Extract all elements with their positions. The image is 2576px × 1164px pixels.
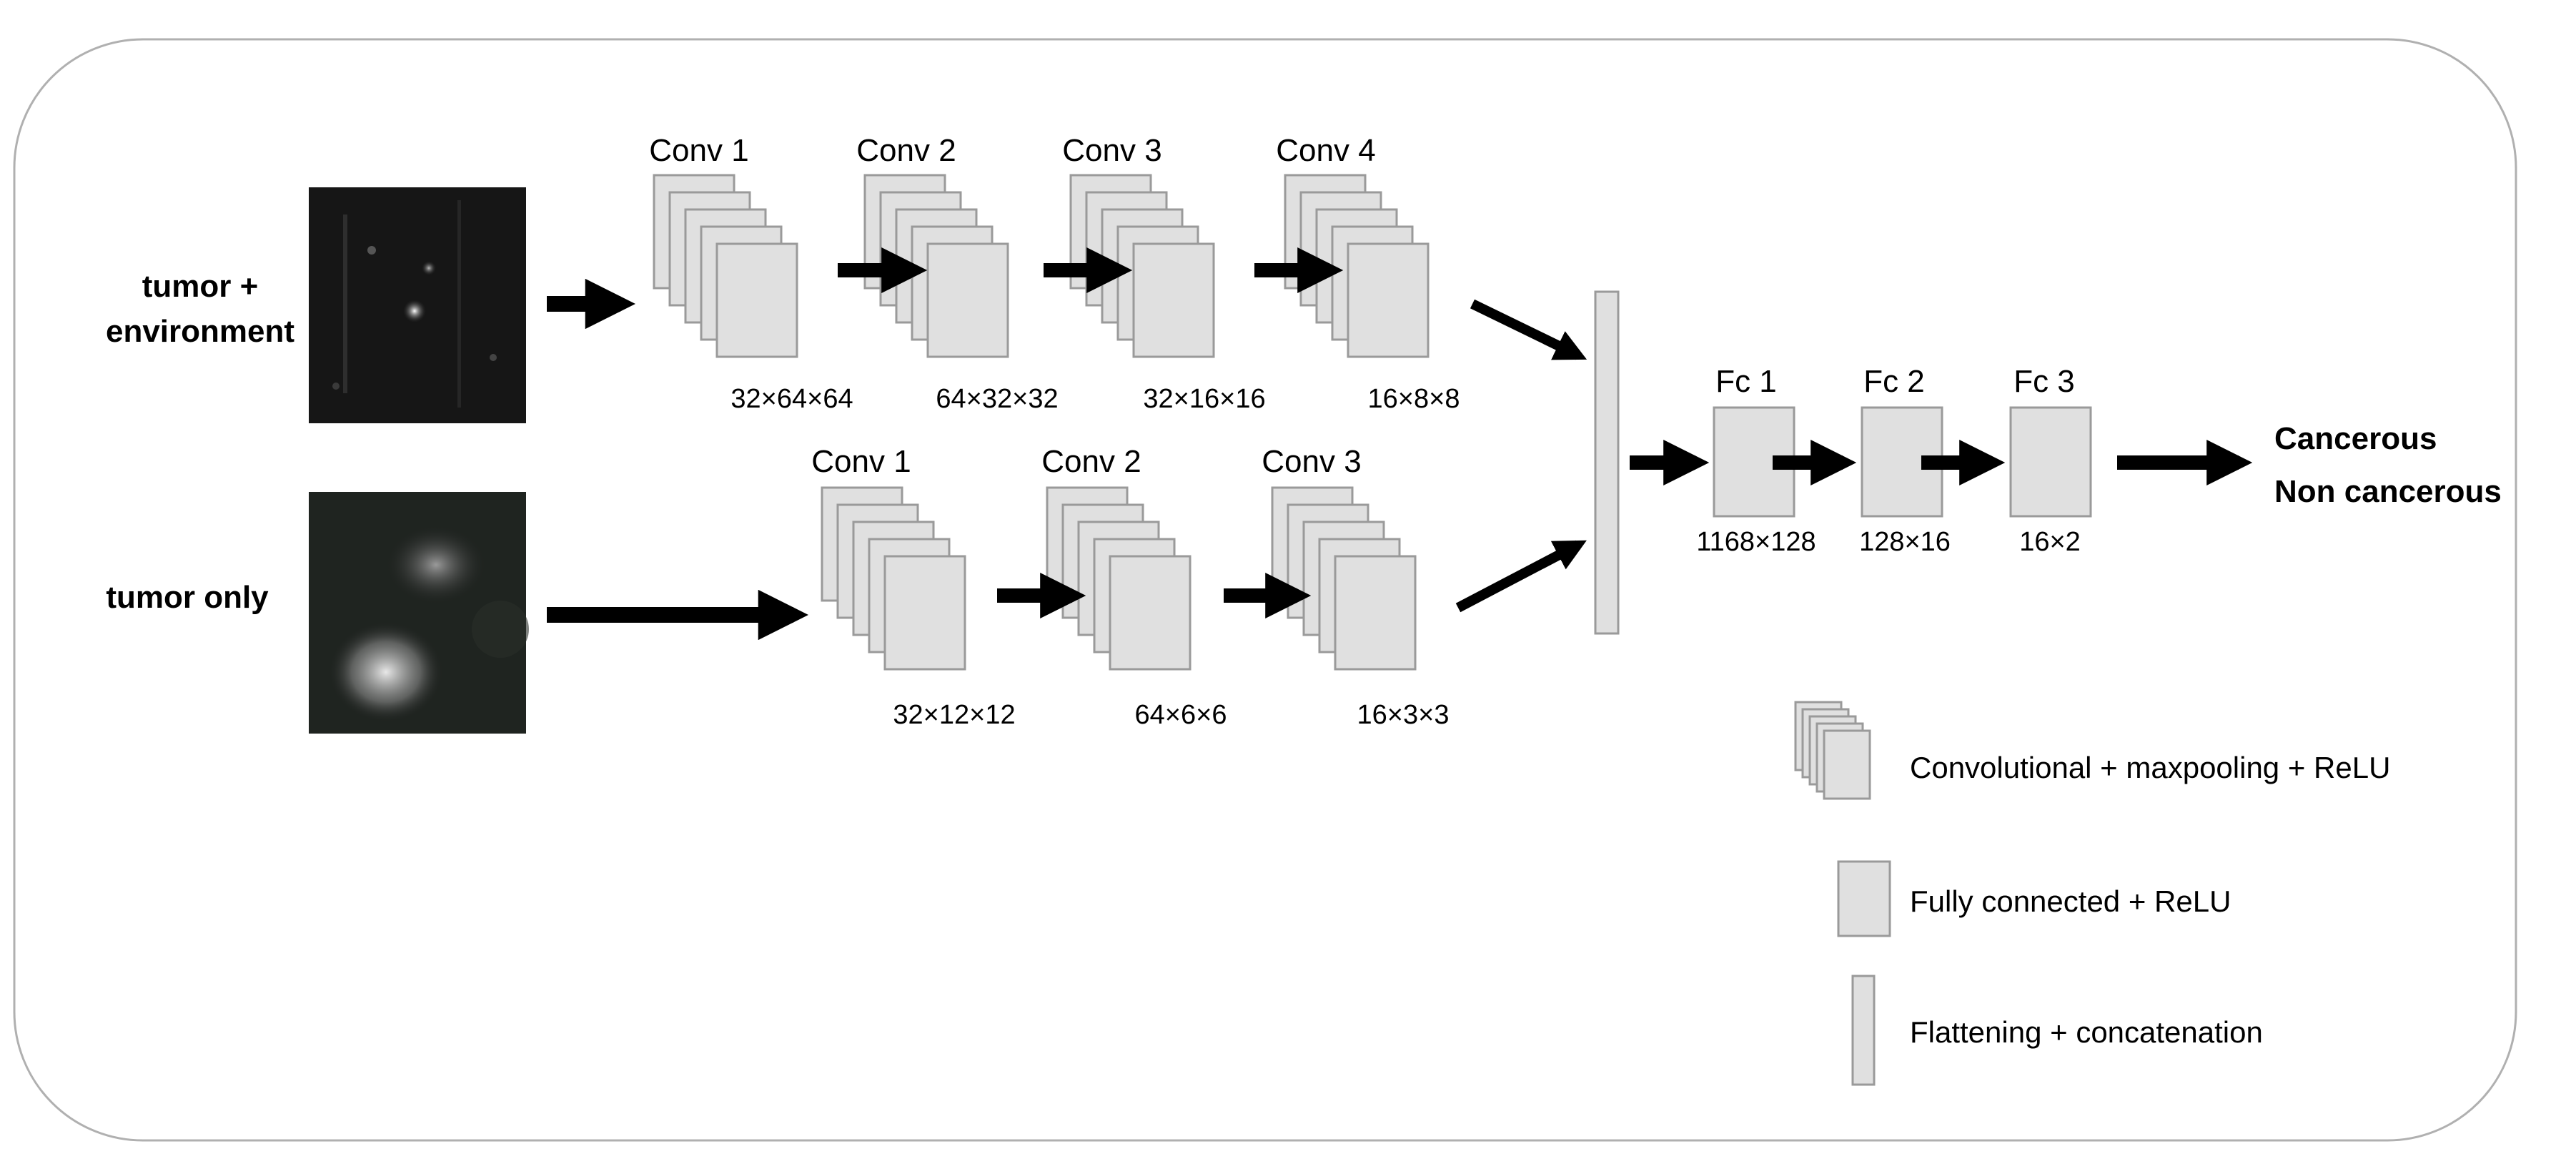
conv-bottom-2-name: Conv 2 [1041,444,1141,479]
input-label-tumor-environment: tumor + environment [106,269,294,349]
fc-layers: Fc 1 1168×128 Fc 2 128×16 Fc 3 16×2 [1696,364,2092,557]
conv-stack-top-4 [1284,174,1430,358]
arrow-top-to-flatten [1470,299,1587,360]
conv-stack-top-1 [653,174,798,358]
conv-top-2-name: Conv 2 [856,133,956,168]
fc-box-3 [2009,406,2092,518]
legend-flatten-label: Flattening + concatenation [1910,1015,2263,1049]
conv-top-3-name: Conv 3 [1062,133,1161,168]
fc-3-name: Fc 3 [2013,364,2075,399]
conv-top-1-name: Conv 1 [649,133,748,168]
fc-2-name: Fc 2 [1863,364,1925,399]
fc-3-dims: 16×2 [2019,527,2081,557]
flatten-bar-icon [1851,975,1876,1086]
conv-bottom-1-name: Conv 1 [811,444,911,479]
input-label-line1: tumor + [142,269,259,304]
input-label-tumor-only: tumor only [106,580,269,615]
diagram-frame [13,38,2517,1142]
conv-bottom-3-dims: 16×3×3 [1357,700,1450,730]
fc-1-name: Fc 1 [1715,364,1777,399]
conv-top-4-dims: 16×8×8 [1368,384,1460,414]
flatten-concat-bar [1594,290,1620,635]
conv-bottom-1-dims: 32×12×12 [893,700,1015,730]
output-cancerous: Cancerous [2274,421,2437,456]
conv-stack-bottom-1 [821,486,966,671]
conv-top-3-dims: 32×16×16 [1143,384,1265,414]
arrow-bottom-to-flatten [1455,540,1587,613]
output-non-cancerous: Non cancerous [2274,474,2502,509]
fc-2-dims: 128×16 [1859,527,1951,557]
conv-stack-bottom-3 [1271,486,1417,671]
conv-bottom-2-dims: 64×6×6 [1135,700,1227,730]
conv-top-2-dims: 64×32×32 [936,384,1058,414]
legend-fc-label: Fully connected + ReLU [1910,884,2231,918]
tumor-environment-thumbnail [309,187,526,423]
branch-bottom: Conv 1 32×12×12 Conv 2 64×6×6 Conv 3 16×… [811,444,1449,730]
conv-top-1-dims: 32×64×64 [730,384,853,414]
fc-box-icon [1837,860,1891,937]
fc-1-dims: 1168×128 [1696,527,1815,557]
conv-stack-top-2 [863,174,1009,358]
conv-stack-bottom-2 [1046,486,1192,671]
input-label-line2: environment [106,314,294,349]
branch-top: Conv 1 32×64×64 Conv 2 64×32×32 Conv 3 3… [649,133,1460,414]
conv-bottom-3-name: Conv 3 [1262,444,1361,479]
legend: Convolutional + maxpooling + ReLU Fully … [1794,701,2390,1086]
stacked-conv-icon [1794,701,1871,800]
legend-conv-label: Convolutional + maxpooling + ReLU [1910,751,2390,784]
tumor-only-thumbnail [309,492,529,734]
conv-top-4-name: Conv 4 [1276,133,1375,168]
